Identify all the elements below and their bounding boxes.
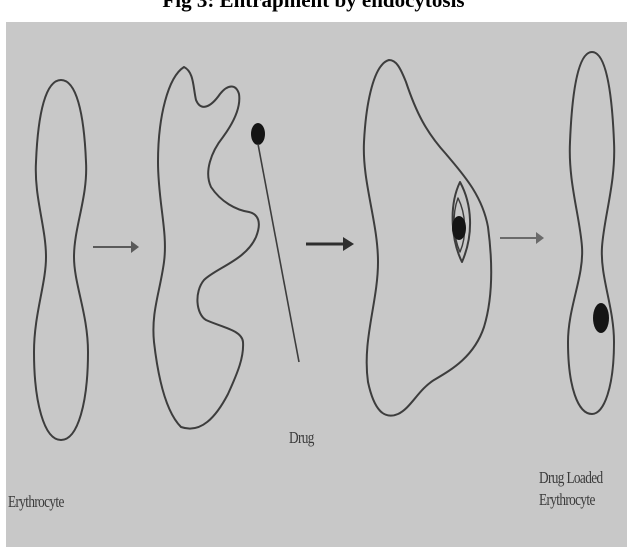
invaginating-cell-outline bbox=[153, 67, 258, 429]
diagram-panel: Erythrocyte Drug Drug Loaded Erythrocyte bbox=[6, 22, 627, 547]
loaded-drug-particle bbox=[593, 303, 609, 333]
erythrocyte-label: Erythrocyte bbox=[8, 492, 64, 511]
drug-loaded-cell-outline bbox=[568, 52, 614, 414]
arrow-3 bbox=[500, 232, 544, 244]
drug-label: Drug bbox=[289, 428, 314, 447]
figure-title: Fig 3: Entrapment by endocytosis bbox=[0, 0, 627, 12]
drug-loaded-label-line1: Drug Loaded bbox=[539, 468, 602, 487]
erythrocyte-cell-outline bbox=[34, 80, 88, 440]
arrow-1 bbox=[93, 241, 139, 253]
arrow-2 bbox=[306, 237, 354, 251]
engulfed-drug-particle bbox=[452, 216, 466, 240]
engulfing-cell-outline bbox=[364, 60, 491, 416]
endocytosis-diagram bbox=[6, 22, 627, 547]
drug-particle bbox=[251, 123, 265, 145]
drug-loaded-label-line2: Erythrocyte bbox=[539, 490, 595, 509]
drug-pointer-line bbox=[258, 144, 299, 362]
